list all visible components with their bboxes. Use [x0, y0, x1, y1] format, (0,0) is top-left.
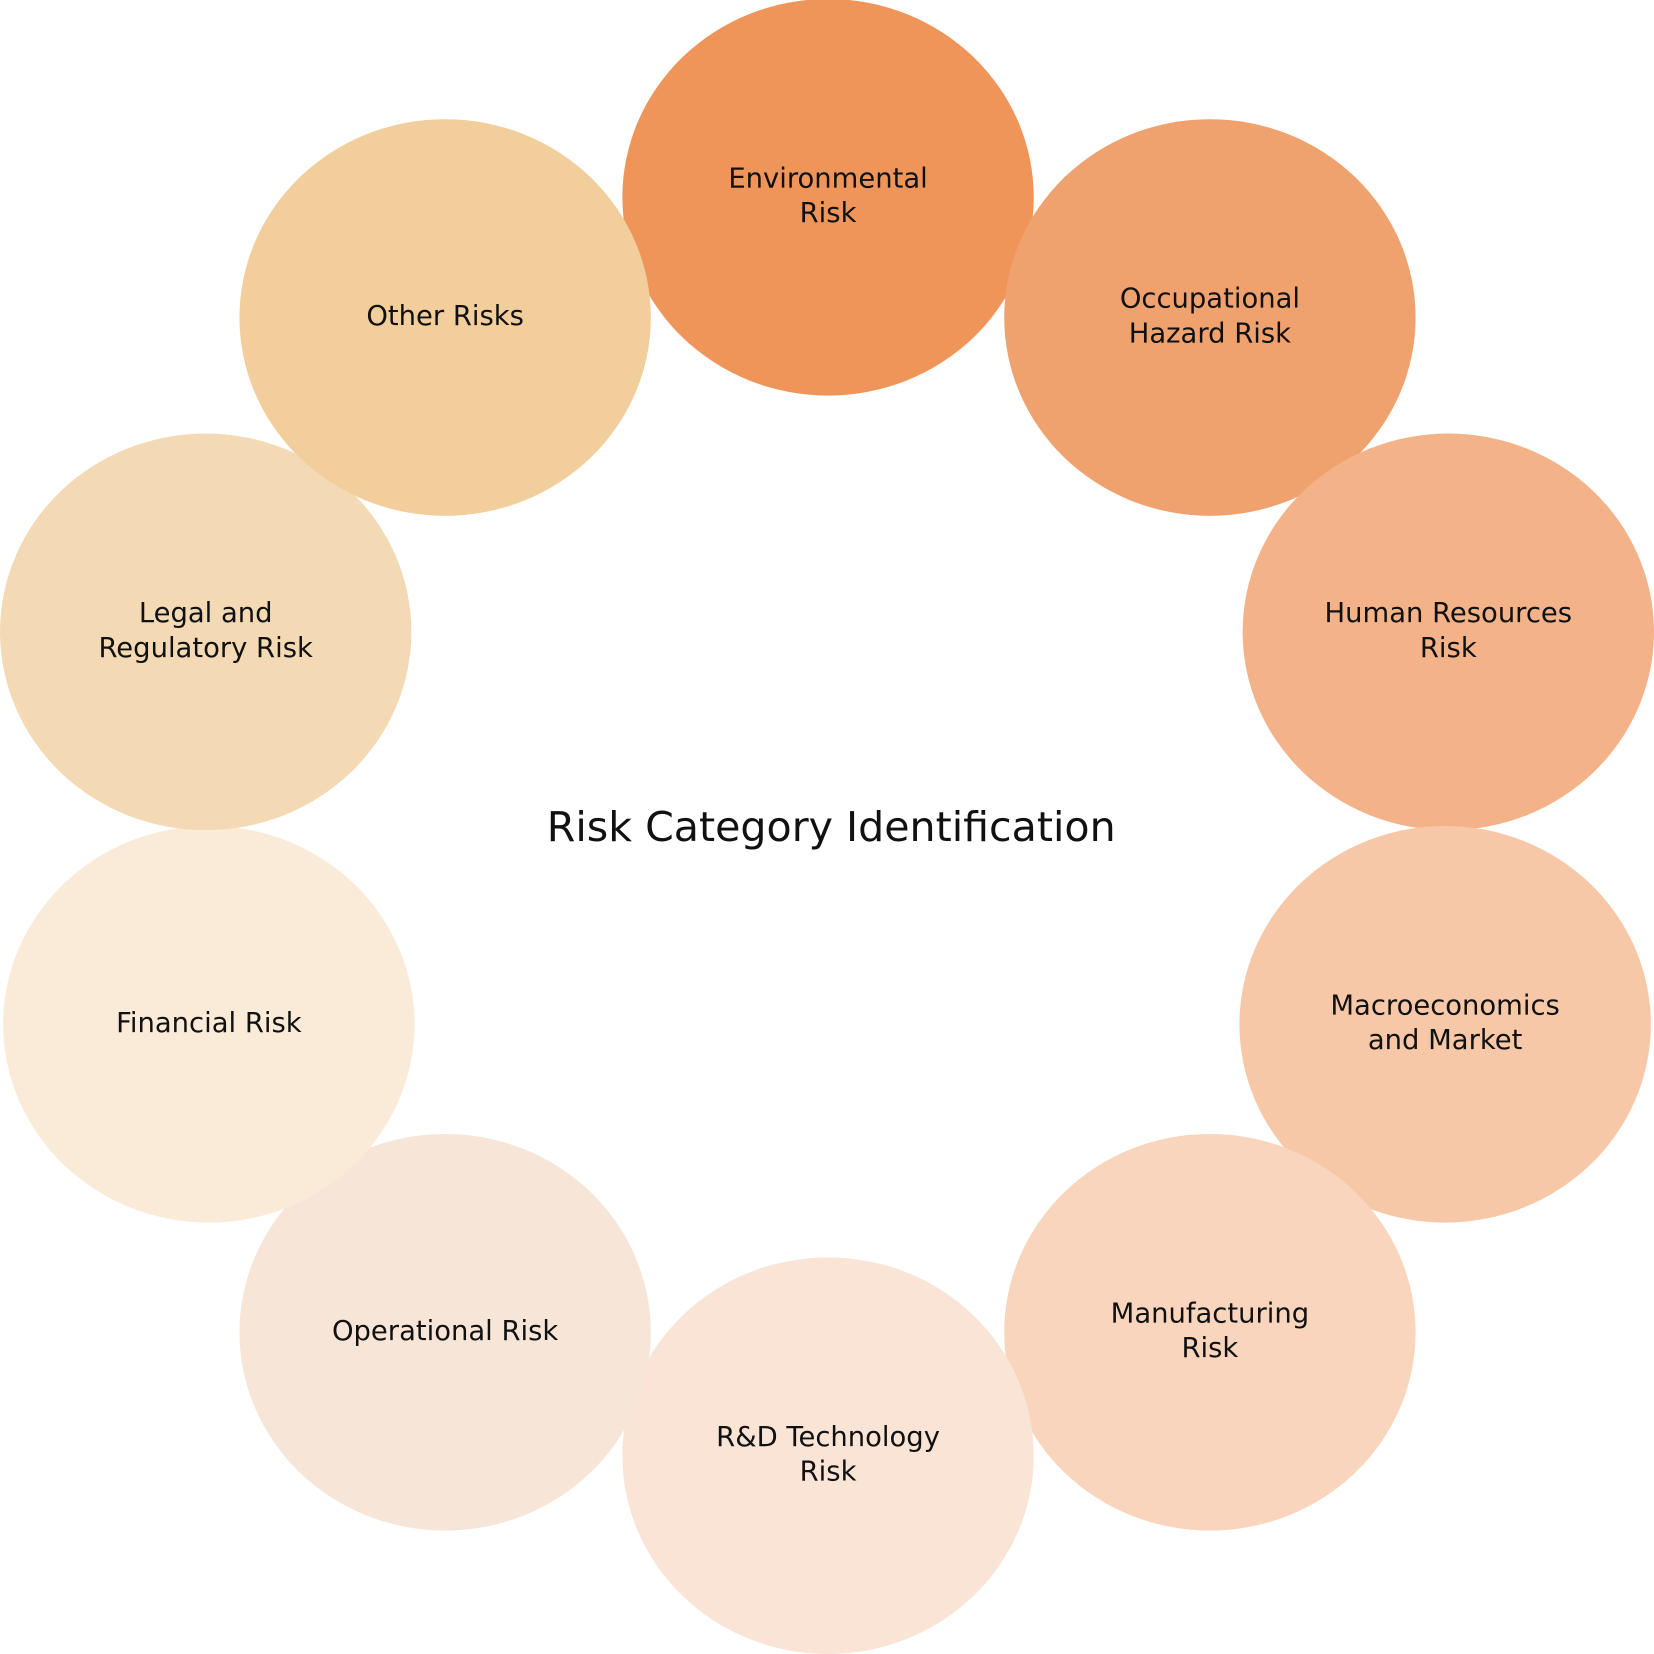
center-title: Risk Category Identification: [547, 803, 1116, 851]
risk-node-label: Financial Risk: [116, 1008, 302, 1039]
risk-node-label: Human Resources: [1325, 598, 1573, 629]
risk-node-label: Legal and: [139, 598, 273, 629]
risk-node-label: and Market: [1368, 1025, 1523, 1056]
risk-node: Other Risks: [239, 119, 651, 516]
risk-node-label: Other Risks: [366, 301, 524, 332]
risk-node-ellipse: [3, 825, 415, 1223]
risk-node-label: Manufacturing: [1111, 1298, 1309, 1329]
risk-node-ellipse: [1004, 1133, 1416, 1531]
risk-node-ellipse: [239, 1133, 651, 1531]
risk-node: Financial Risk: [3, 825, 415, 1223]
risk-node-label: Risk: [800, 198, 857, 229]
risk-node: Operational Risk: [239, 1133, 651, 1531]
risk-node-label: R&D Technology: [716, 1422, 940, 1453]
risk-node-label: Risk: [1420, 633, 1477, 664]
risk-node-label: Risk: [800, 1457, 857, 1488]
risk-node-ellipse: [1242, 433, 1654, 831]
risk-node-ellipse: [239, 119, 651, 516]
risk-node-ellipse: [0, 433, 412, 831]
risk-node-label: Regulatory Risk: [99, 633, 313, 664]
risk-node-label: Macroeconomics: [1330, 990, 1559, 1021]
risk-node-label: Risk: [1182, 1333, 1239, 1364]
risk-node-ellipse: [1239, 825, 1651, 1223]
risk-node-label: Operational Risk: [332, 1316, 558, 1347]
risk-node-label: Hazard Risk: [1129, 318, 1291, 349]
risk-node-ellipse: [622, 1257, 1034, 1654]
risk-node-label: Environmental: [728, 163, 927, 194]
risk-node: Macroeconomics and Market: [1239, 825, 1651, 1223]
risk-node-ellipse: [622, 0, 1034, 396]
risk-node-label: Occupational: [1120, 284, 1300, 315]
risk-node-ellipse: [1004, 119, 1416, 516]
